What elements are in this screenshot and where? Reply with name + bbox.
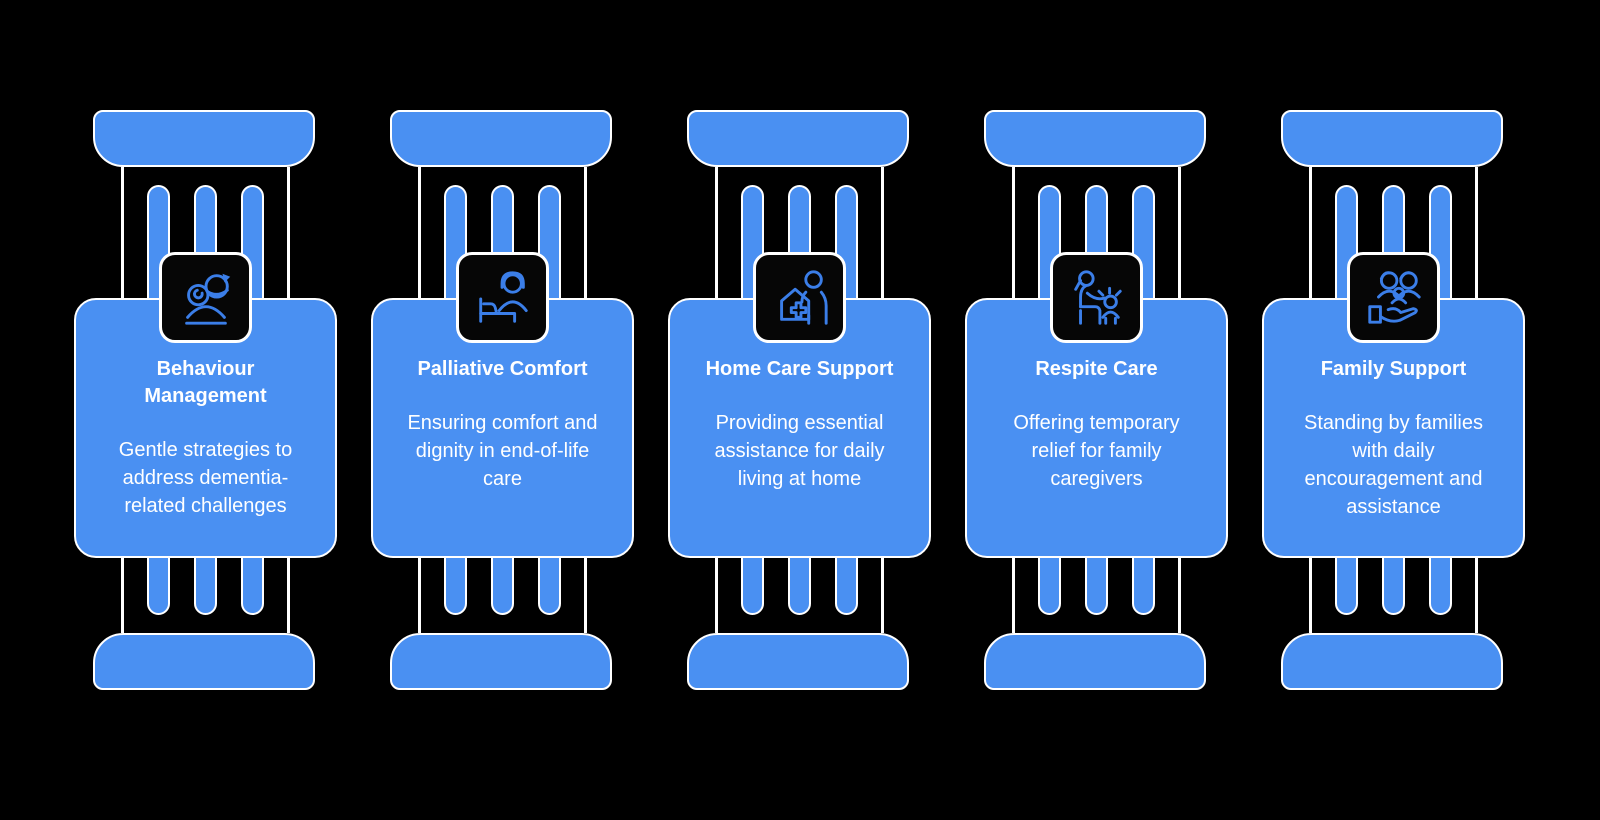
column-capital-top [1281, 110, 1503, 167]
pillar-family-support: Family Support Standing by families with… [1245, 110, 1542, 690]
pillar-respite-care: Respite Care Offering temporary relief f… [948, 110, 1245, 690]
pillar-home-care-support: Home Care Support Providing essential as… [651, 110, 948, 690]
column-capital-bottom [687, 633, 909, 690]
card-description: Gentle strategies to address dementia-re… [118, 439, 293, 517]
column-capital-top [984, 110, 1206, 167]
icon-badge [456, 252, 549, 343]
card-title: Family Support [1320, 358, 1467, 380]
column-capital-top [93, 110, 315, 167]
card-description: Standing by families with daily encourag… [1304, 412, 1483, 518]
pillar-row: Behaviour Management Gentle strategies t… [57, 110, 1542, 690]
behaviour-management-icon [184, 273, 230, 325]
column-capital-bottom [93, 633, 315, 690]
card-behaviour-management: Behaviour Management Gentle strategies t… [74, 298, 337, 558]
icon-badge [1347, 252, 1440, 343]
family-support-icon [1367, 270, 1421, 324]
respite-care-icon [1073, 269, 1122, 325]
pillar-palliative-comfort: Palliative Comfort Ensuring comfort and … [354, 110, 651, 690]
column-capital-bottom [390, 633, 612, 690]
icon-badge [753, 252, 846, 343]
column-capital-top [390, 110, 612, 167]
icon-badge [159, 252, 252, 343]
card-title: Respite Care [1035, 358, 1158, 380]
column-capital-top [687, 110, 909, 167]
icon-badge [1050, 252, 1143, 343]
card-description: Ensuring comfort and dignity in end-of-l… [407, 412, 598, 490]
card-description: Offering temporary relief for family car… [1013, 412, 1180, 490]
card-title: Palliative Comfort [417, 358, 588, 380]
column-capital-bottom [984, 633, 1206, 690]
card-description: Providing essential assistance for daily… [714, 412, 885, 490]
card-title: Home Care Support [705, 358, 894, 380]
palliative-comfort-icon [478, 270, 528, 323]
pillar-behaviour-management: Behaviour Management Gentle strategies t… [57, 110, 354, 690]
card-title: Behaviour Management [144, 358, 267, 407]
column-capital-bottom [1281, 633, 1503, 690]
home-care-support-icon [779, 269, 828, 325]
